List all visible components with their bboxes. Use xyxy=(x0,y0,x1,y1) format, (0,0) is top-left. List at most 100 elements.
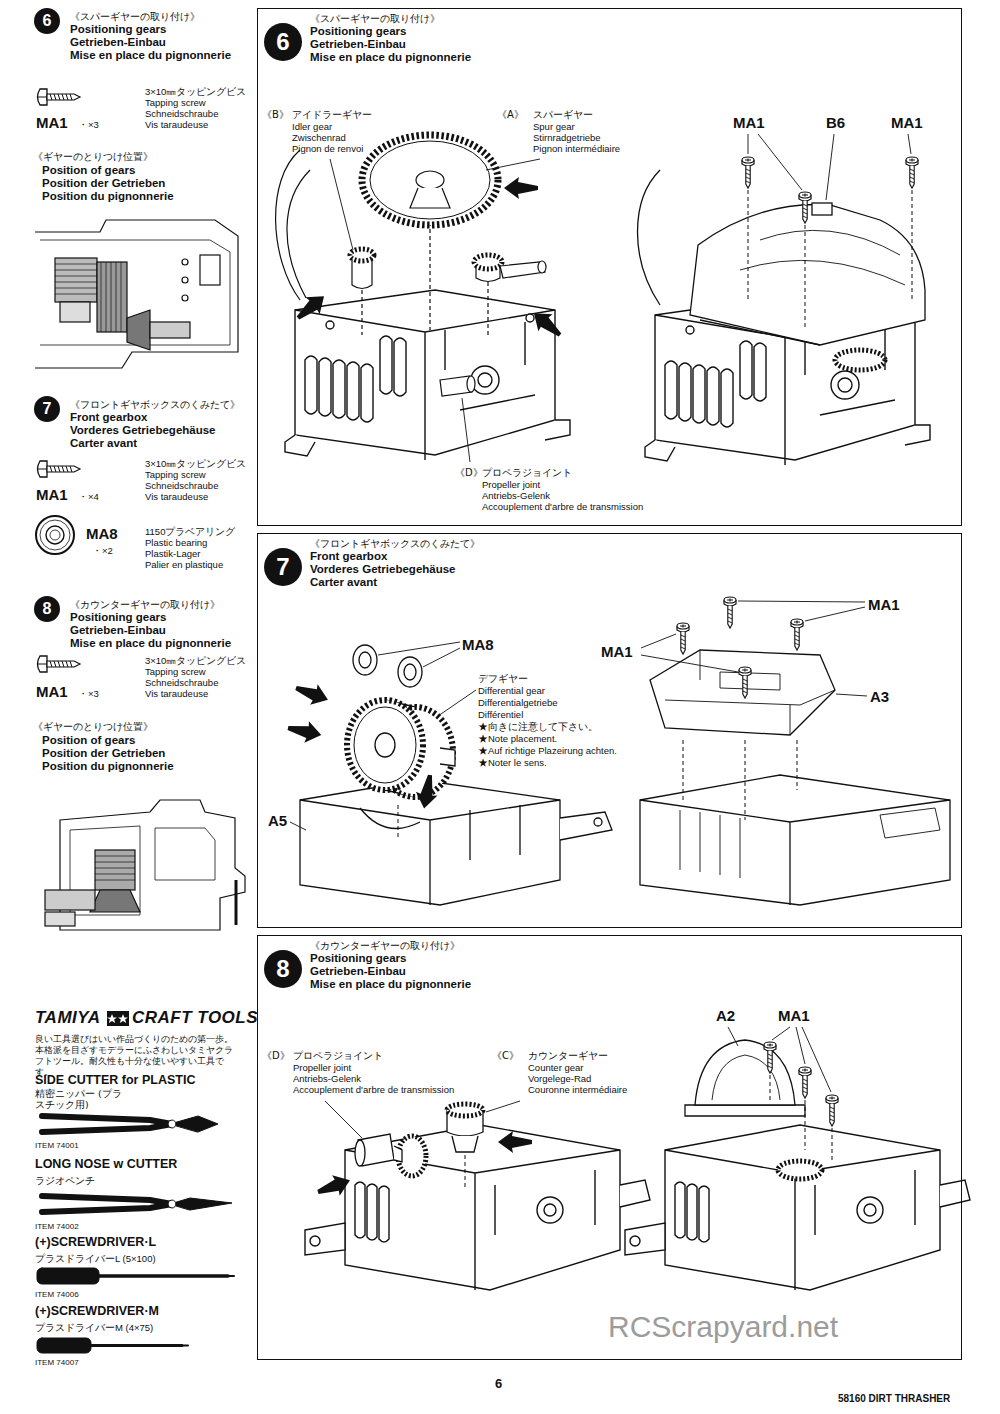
heading-japanese: 《スパーギヤーの取り付け》 xyxy=(310,12,471,25)
caption-text: ★Note placement. xyxy=(478,733,557,746)
japanese-text: 《D》 xyxy=(455,466,483,480)
caption-text: Differential gear xyxy=(478,685,545,696)
part-code: MA1 xyxy=(36,683,68,700)
caption-text: Differentialgetriebe xyxy=(478,697,558,708)
heading-translation: Getrieben-Einbau xyxy=(310,38,471,51)
step-number: 8 xyxy=(276,957,289,981)
japanese-text: カウンターギヤー xyxy=(528,1049,608,1063)
heading-text: Position der Getrieben xyxy=(42,177,165,189)
caption-text: Vorgelege-Rad xyxy=(528,1073,591,1084)
caption-text: Couronne intermédiaire xyxy=(528,1084,627,1095)
step-number-circle: 7 xyxy=(34,396,60,422)
heading-japanese: 《カウンターギヤーの取り付け》 xyxy=(310,939,471,952)
tool-name: (+)SCREWDRIVER·M xyxy=(35,1304,159,1318)
heading-text: Position of gears xyxy=(42,164,135,176)
japanese-text: アイドラーギヤー xyxy=(292,108,372,122)
caption-text: Spur gear xyxy=(533,121,575,132)
japanese-text: スパーギヤー xyxy=(533,108,593,122)
caption-text: Vis taraudeuse xyxy=(145,688,208,699)
heading-text: Vorderes Getriebegehäuse xyxy=(70,424,216,436)
heading-translation: Front gearbox xyxy=(310,550,480,563)
japanese-text: 《カウンターギヤーの取り付け》 xyxy=(70,598,220,612)
caption-text: Antriebs-Gelenk xyxy=(482,490,550,501)
brand-logo-text: CRAFT TOOLS xyxy=(132,1008,258,1028)
caption-text: Antriebs-Gelenk xyxy=(293,1073,361,1084)
part-code: MA1 xyxy=(891,114,923,131)
caption-text: ★向きに注意して下さい。 xyxy=(478,721,598,734)
step-number: 8 xyxy=(43,601,52,617)
caption-text: Palier en plastique xyxy=(145,559,223,570)
heading-text: Mise en place du pignonnerie xyxy=(70,49,231,61)
caption-text: Pignon de renvoi xyxy=(292,143,363,154)
part-code: MA8 xyxy=(86,525,118,542)
caption-text: Vis taraudeuse xyxy=(145,491,208,502)
caption-text: ★Noter le sens. xyxy=(478,757,547,770)
kit-name: 58160 DIRT THRASHER xyxy=(838,1393,950,1404)
watermark: RCScrapyard.net xyxy=(608,1310,838,1344)
caption-text: Schneidschraube xyxy=(145,108,218,119)
heading-translation: Getrieben-Einbau xyxy=(310,965,471,978)
heading-text: Getrieben-Einbau xyxy=(70,624,166,636)
japanese-text: 《スパーギヤーの取り付け》 xyxy=(70,10,200,24)
japanese-text: プロペラジョイント xyxy=(482,466,572,480)
japanese-text: 《D》 xyxy=(262,1049,290,1063)
step-panel: 《フロントギヤボックスのくみたて》Front gearboxVorderes G… xyxy=(257,533,962,928)
step-heading: 《スパーギヤーの取り付け》Positioning gearsGetrieben-… xyxy=(310,12,471,64)
japanese-text: デフギヤー xyxy=(478,672,528,686)
caption-text: ・×3 xyxy=(78,119,99,132)
caption-text: Plastik-Lager xyxy=(145,548,200,559)
step-number-circle: 6 xyxy=(34,8,60,34)
caption-text: Zwischenrad xyxy=(292,132,346,143)
item-number: ITEM 74001 xyxy=(35,1141,79,1150)
heading-text: Position of gears xyxy=(42,734,135,746)
part-code: A2 xyxy=(716,1007,735,1024)
japanese-text: 《フロントギヤボックスのくみたて》 xyxy=(70,398,240,412)
caption-text: Counter gear xyxy=(528,1062,583,1073)
step-number: 6 xyxy=(43,13,52,29)
heading-japanese: 《フロントギヤボックスのくみたて》 xyxy=(310,537,480,550)
part-code: MA1 xyxy=(868,596,900,613)
caption-text: Propeller joint xyxy=(482,479,540,490)
caption-text: プラスドライバーL (5×100) xyxy=(35,1253,156,1266)
part-code: A3 xyxy=(870,688,889,705)
part-code: B6 xyxy=(826,114,845,131)
japanese-text: 《ギヤーのとりつけ位置》 xyxy=(33,720,153,734)
caption-text: Tapping screw xyxy=(145,97,206,108)
japanese-text: 《ギヤーのとりつけ位置》 xyxy=(33,150,153,164)
heading-translation: Mise en place du pignonnerie xyxy=(310,978,471,991)
heading-translation: Carter avant xyxy=(310,576,480,589)
step-number-circle: 6 xyxy=(264,23,302,61)
caption-text: ・×4 xyxy=(78,491,99,504)
caption-text: Schneidschraube xyxy=(145,480,218,491)
caption-text: Tapping screw xyxy=(145,469,206,480)
heading-text: Getrieben-Einbau xyxy=(70,36,166,48)
part-code: MA1 xyxy=(36,114,68,131)
part-code: MA1 xyxy=(36,486,68,503)
step-number-circle: 7 xyxy=(264,548,302,586)
caption-text: ・×2 xyxy=(92,545,113,558)
heading-text: Positioning gears xyxy=(70,611,167,623)
heading-text: Mise en place du pignonnerie xyxy=(70,637,231,649)
heading-text: Front gearbox xyxy=(70,411,147,423)
step-panel: 《カウンターギヤーの取り付け》Positioning gearsGetriebe… xyxy=(257,935,962,1360)
item-number: ITEM 74002 xyxy=(35,1222,79,1231)
step-number: 6 xyxy=(276,30,289,54)
note-text: 良い工具選びはいい作品づくりのための第一歩。本格派を目ざすモデラーにふさわしいタ… xyxy=(35,1034,240,1078)
caption-text: ★Auf richtige Plazeirung achten. xyxy=(478,745,617,758)
heading-translation: Mise en place du pignonnerie xyxy=(310,51,471,64)
caption-text: Schneidschraube xyxy=(145,677,218,688)
heading-text: Positioning gears xyxy=(70,23,167,35)
step-heading: 《フロントギヤボックスのくみたて》Front gearboxVorderes G… xyxy=(310,537,480,589)
japanese-text: プロペラジョイント xyxy=(293,1049,383,1063)
heading-text: Position der Getrieben xyxy=(42,747,165,759)
heading-translation: Positioning gears xyxy=(310,952,471,965)
heading-text: Position du pignonnerie xyxy=(42,760,174,772)
step-number: 7 xyxy=(276,555,289,579)
part-code: MA8 xyxy=(462,636,494,653)
tool-name: SIDE CUTTER for PLASTIC xyxy=(35,1073,195,1087)
heading-text: Carter avant xyxy=(70,437,137,449)
step-number-circle: 8 xyxy=(264,950,302,988)
japanese-text: 《A》 xyxy=(497,108,524,122)
part-code: MA1 xyxy=(601,643,633,660)
part-code: MA1 xyxy=(778,1007,810,1024)
